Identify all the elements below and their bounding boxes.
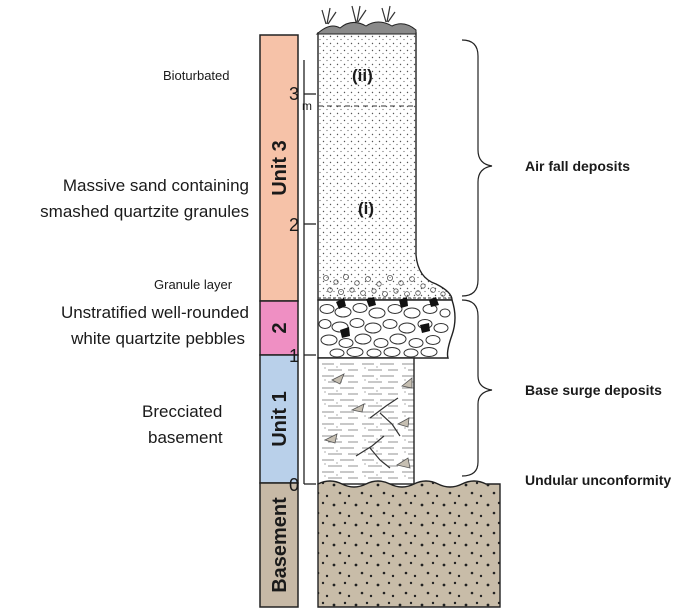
column-unit3: (ii) (i) — [317, 32, 453, 301]
left-annotations: Bioturbated Massive sand containing smas… — [40, 68, 249, 447]
brecciated-label-2: basement — [148, 428, 223, 447]
unconformity-label: Undular unconformity — [525, 472, 671, 488]
granule-layer-label: Granule layer — [154, 277, 233, 292]
scale-tick-3: 3 — [289, 84, 299, 104]
column-unit1 — [317, 357, 415, 485]
pebbles — [318, 303, 451, 358]
right-annotations: Air fall deposits Base surge deposits Un… — [525, 158, 671, 488]
subunit-i-label: (i) — [358, 199, 374, 218]
unstratified-label-2: white quartzite pebbles — [70, 329, 245, 348]
air-fall-brace — [461, 39, 493, 297]
subunit-ii-label: (ii) — [352, 66, 373, 85]
column-basement — [317, 480, 501, 608]
fractures — [355, 397, 401, 469]
air-fall-label: Air fall deposits — [525, 158, 630, 174]
base-surge-label: Base surge deposits — [525, 382, 662, 398]
scale-tick-1: 1 — [289, 346, 299, 366]
column-unit2 — [317, 297, 456, 359]
basement-label: Basement — [269, 497, 291, 593]
granule-band — [323, 273, 446, 297]
scale-tick-0: 0 — [289, 475, 299, 495]
dark-clasts — [336, 297, 439, 338]
depth-scale: 0 1 2 3 m — [289, 60, 316, 495]
base-surge-brace — [461, 299, 493, 477]
basement-bar — [259, 482, 299, 608]
unstratified-label-1: Unstratified well-rounded — [61, 303, 249, 322]
brecciated-label-1: Brecciated — [142, 402, 222, 421]
massive-sand-label-2: smashed quartzite granules — [40, 202, 249, 221]
angular-clasts — [323, 373, 413, 469]
scale-unit: m — [302, 99, 312, 113]
unit3-bar — [259, 34, 299, 302]
massive-sand-label-1: Massive sand containing — [63, 176, 249, 195]
unit2-label: 2 — [269, 322, 291, 333]
vegetation-icon — [315, 5, 417, 35]
right-braces — [461, 39, 493, 477]
unit-bar: Unit 3 2 Unit 1 Basement — [259, 34, 299, 608]
scale-tick-2: 2 — [289, 215, 299, 235]
bioturbated-label: Bioturbated — [163, 68, 230, 83]
unit1-label: Unit 1 — [269, 391, 291, 447]
unit3-label: Unit 3 — [269, 140, 291, 196]
